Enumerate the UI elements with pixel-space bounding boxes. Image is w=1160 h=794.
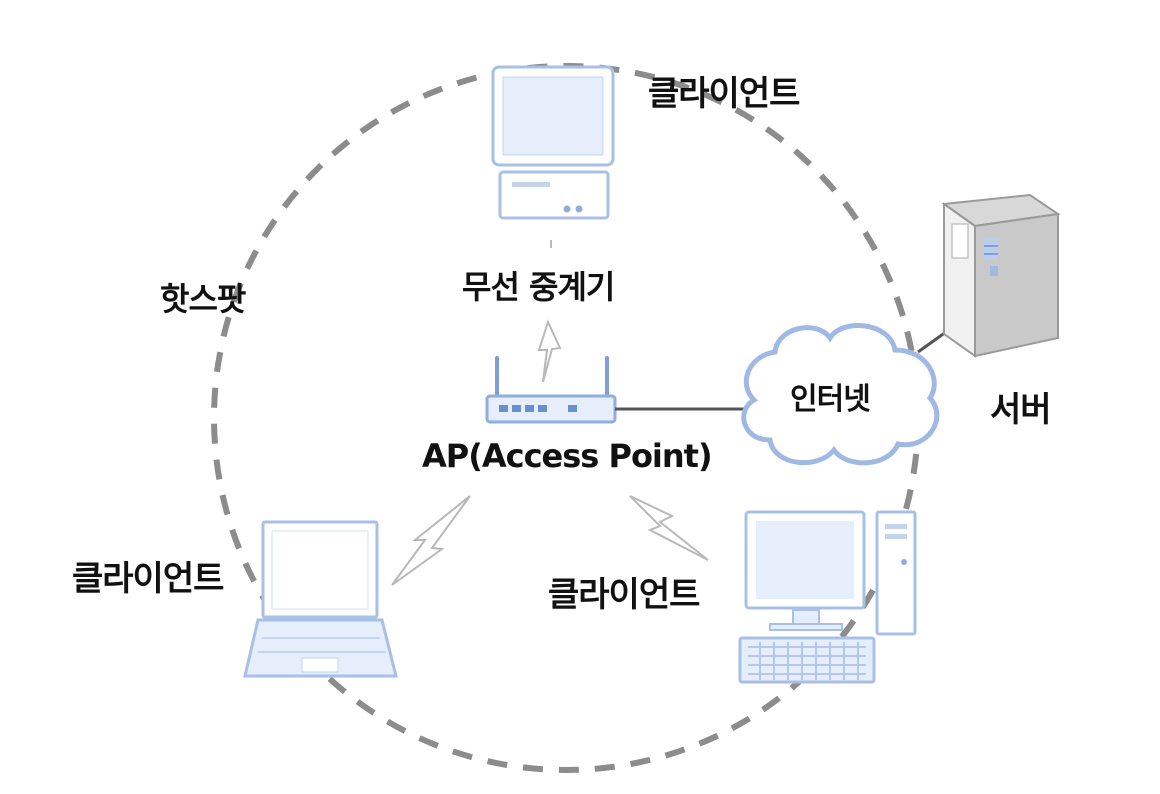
lightning-icon (391, 495, 471, 586)
ap-label: AP(Access Point) (422, 437, 713, 475)
internet-label: 인터넷 (790, 382, 871, 417)
server-tower-icon (941, 193, 1061, 358)
router-icon (485, 356, 617, 424)
cloud-icon (741, 323, 940, 466)
client-right-label: 클라이언트 (548, 575, 700, 615)
server-label: 서버 (990, 390, 1052, 430)
monitor-icon (491, 65, 615, 167)
repeater-label: 무선 중계기 (462, 268, 615, 306)
client-top-label: 클라이언트 (648, 74, 800, 114)
client-left-label: 클라이언트 (72, 559, 224, 599)
wireless-repeater-icon (498, 170, 610, 220)
hotspot-label: 핫스팟 (160, 280, 246, 318)
lightning-icon (537, 319, 562, 383)
laptop-icon (243, 520, 398, 678)
lightning-icon (629, 495, 709, 561)
desktop-pc-icon (738, 510, 917, 684)
